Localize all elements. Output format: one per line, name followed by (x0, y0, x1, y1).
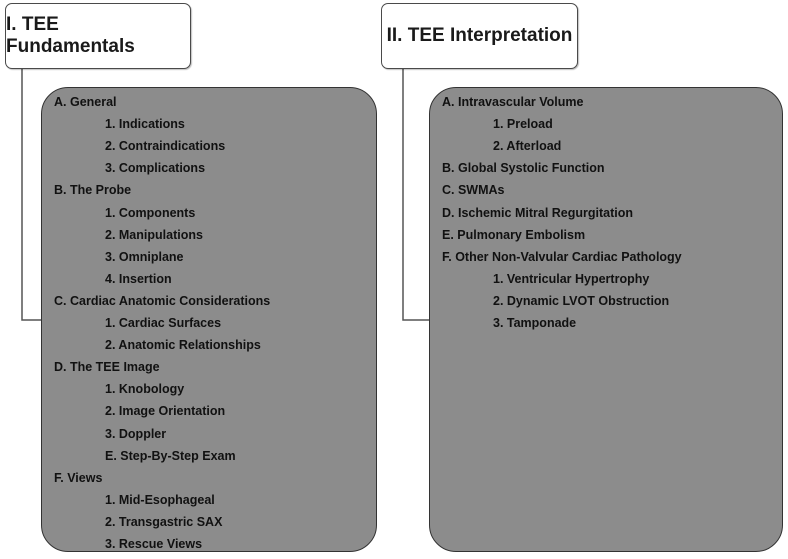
outline-subitem: 3. Complications (105, 161, 206, 176)
outline-section-heading: B. Global Systolic Function (442, 161, 605, 176)
outline-subitem: 2. Afterload (493, 139, 562, 154)
outline-section-heading: C. SWMAs (442, 183, 505, 198)
outline-subitem: 2. Anatomic Relationships (105, 338, 261, 353)
outline-section-heading: B. The Probe (54, 183, 132, 198)
outline-subitem: 4. Insertion (105, 271, 172, 286)
outline-section-heading: F. Views (54, 470, 103, 485)
interpretation-panel: A. Intravascular Volume 1. Preload 2. Afte… (429, 87, 783, 552)
outline-subitem: E. Step-By-Step Exam (105, 448, 236, 463)
outline-section-heading: D. Ischemic Mitral Regurgitation (442, 205, 634, 220)
outline-subitem: 2. Image Orientation (105, 404, 226, 419)
outline-section-heading: D. The TEE Image (54, 360, 160, 375)
outline-subitem: 1. Ventricular Hypertrophy (493, 271, 650, 286)
outline-section-heading: A. Intravascular Volume (442, 95, 584, 109)
outline-subitem: 3. Rescue Views (105, 537, 203, 551)
outline-subitem: 2. Manipulations (105, 227, 203, 242)
interpretation-header: II. TEE Interpretation (381, 3, 578, 69)
left-connector (21, 69, 41, 321)
right-connector (402, 69, 429, 321)
outline-subitem: 3. Omniplane (105, 249, 184, 264)
outline-section-heading: F. Other Non-Valvular Cardiac Pathology (442, 249, 682, 264)
outline-subitem: 1. Knobology (105, 382, 185, 397)
outline-section-heading: E. Pulmonary Embolism (442, 227, 586, 242)
outline-subitem: 1. Indications (105, 117, 185, 132)
outline-subitem: 1. Cardiac Surfaces (105, 316, 222, 330)
outline-subitem: 2. Transgastric SAX (105, 514, 223, 529)
outline-section-heading: C. Cardiac Anatomic Considerations (54, 293, 271, 308)
fundamentals-panel: A. General 1. Indications 2. Contraindicat… (41, 87, 377, 552)
outline-subitem: 1. Preload (493, 117, 553, 132)
outline-subitem: 1. Components (105, 205, 196, 220)
outline-subitem: 2. Contraindications (105, 139, 226, 154)
outline-section-heading: A. General (54, 95, 117, 109)
interpretation-title: II. TEE Interpretation (386, 25, 573, 46)
outline-subitem: 1. Mid-Esophageal (105, 492, 215, 507)
outline-subitem: 3. Tamponade (493, 316, 577, 330)
fundamentals-header: I. TEE Fundamentals (5, 3, 191, 69)
outline-subitem: 3. Doppler (105, 426, 167, 441)
outline-subitem: 2. Dynamic LVOT Obstruction (493, 293, 670, 308)
fundamentals-title: I. TEE Fundamentals (6, 14, 135, 57)
